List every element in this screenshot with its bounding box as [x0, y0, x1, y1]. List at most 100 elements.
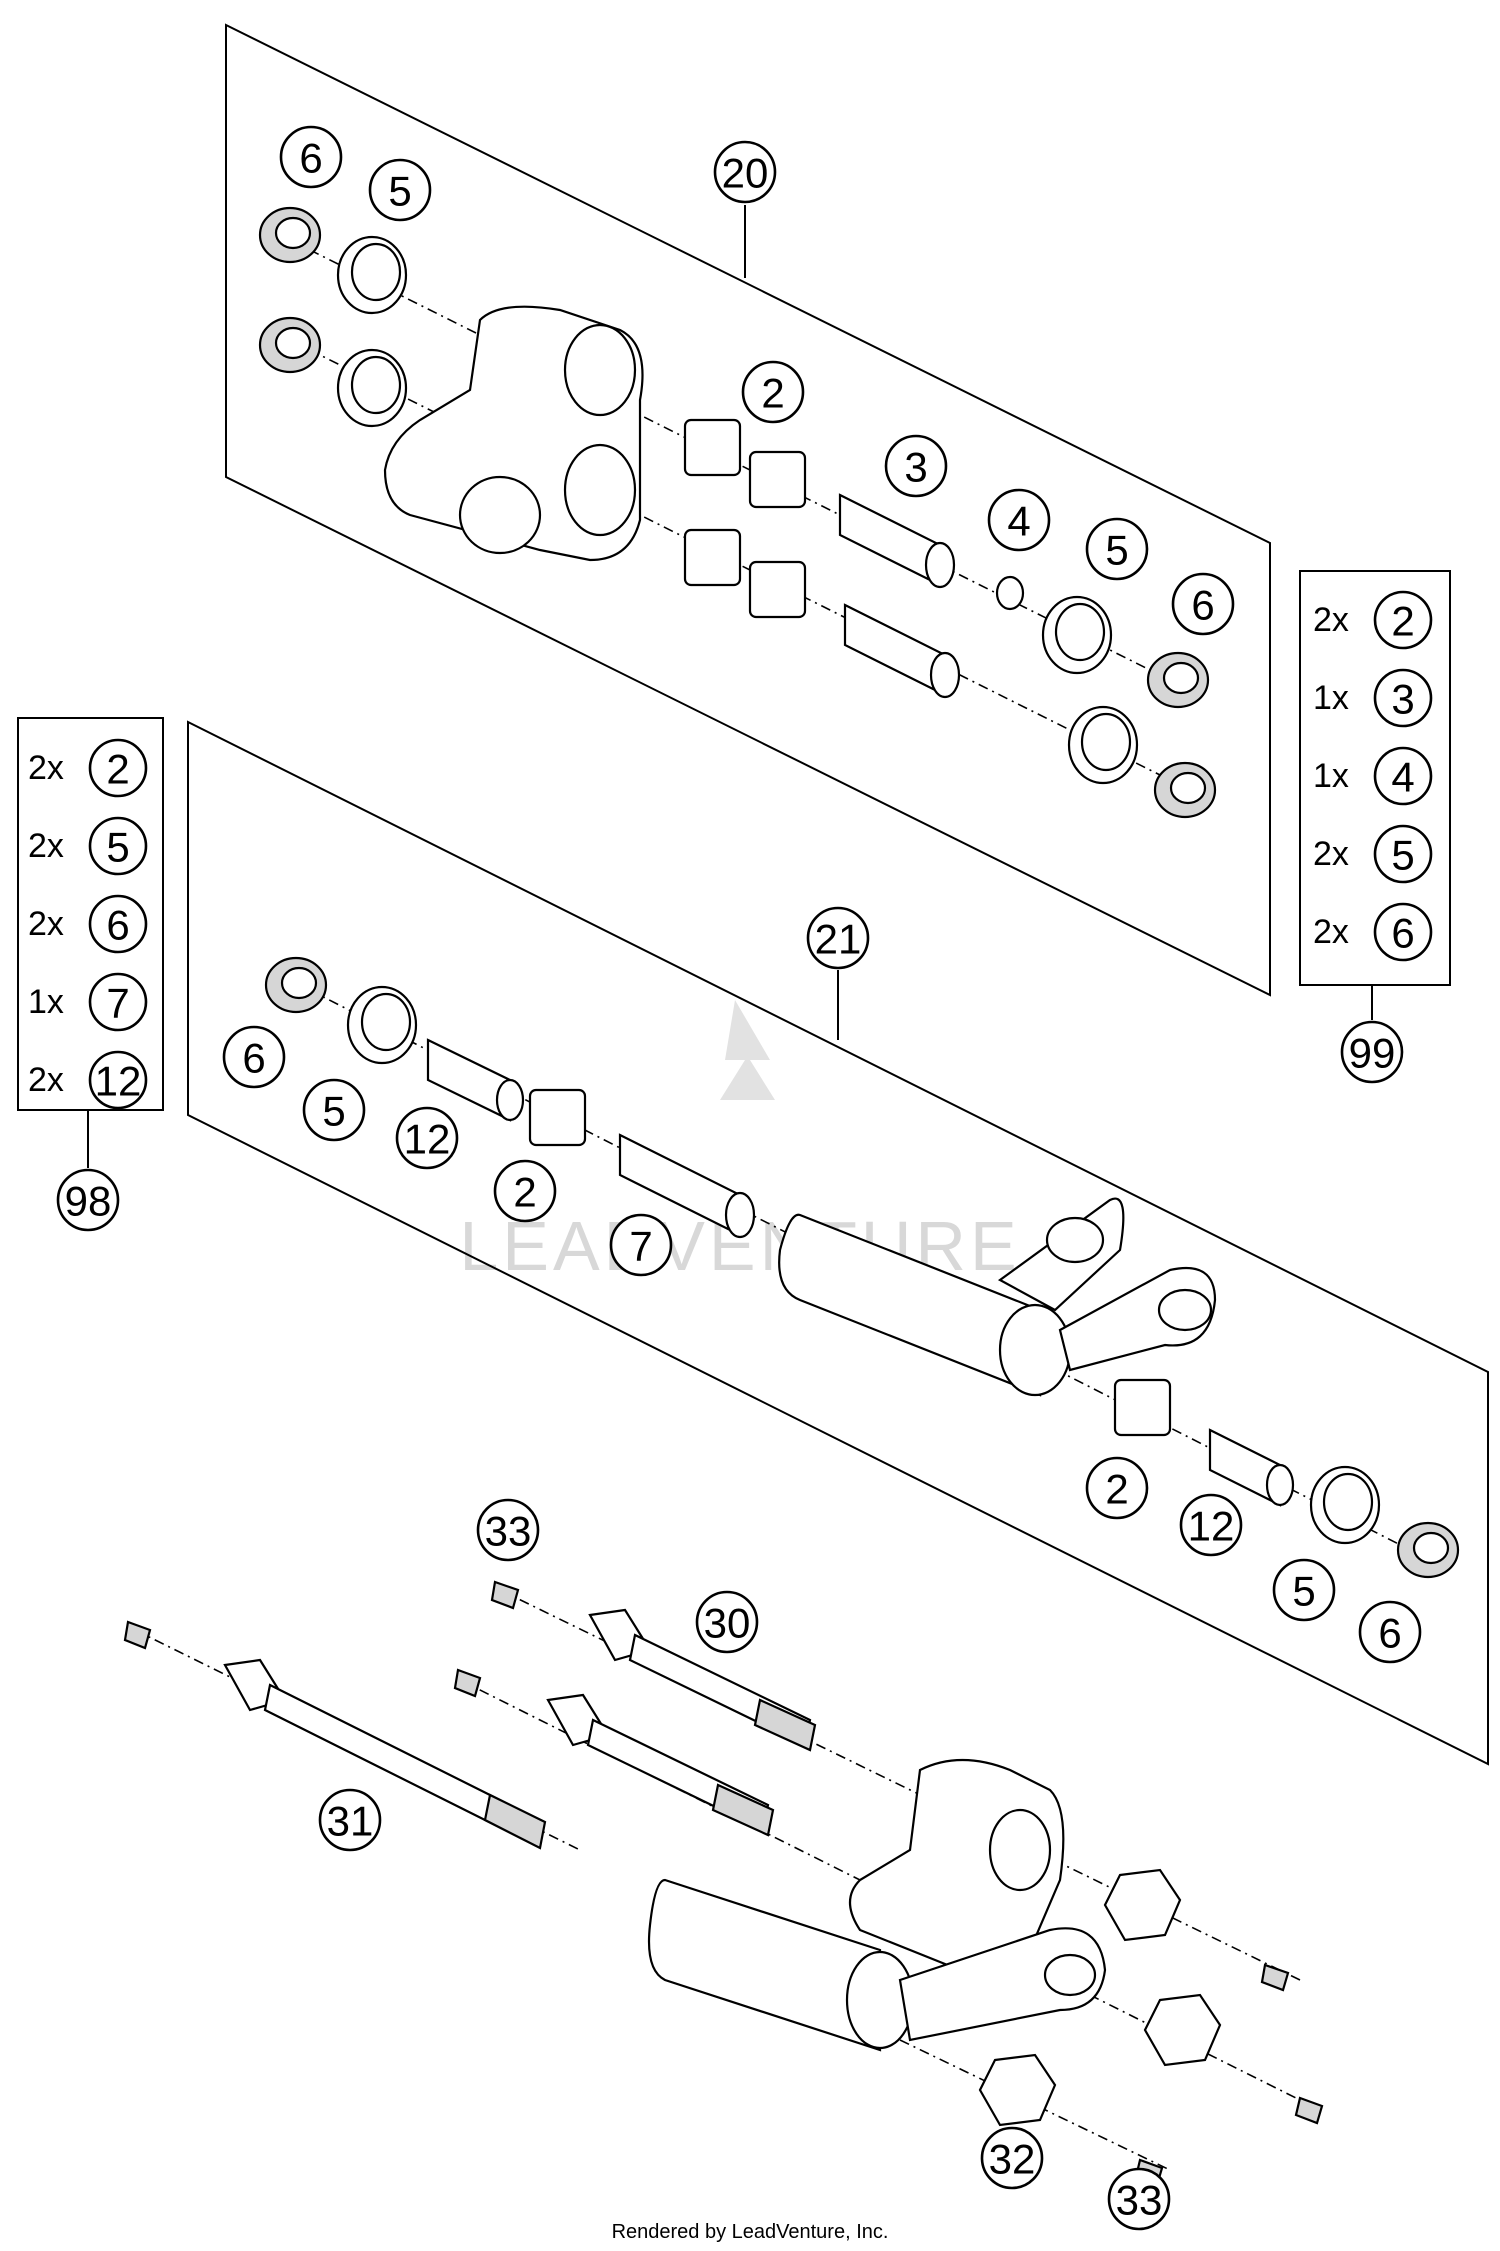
callout-6-c6b-label: 6 — [1191, 582, 1214, 629]
callout-21-c21: 21 — [806, 906, 870, 970]
callout-3-c3a: 3 — [884, 434, 948, 498]
kit-98-qty: 2x — [28, 749, 64, 787]
callout-7-c7: 7 — [609, 1213, 673, 1277]
callout-6-c6c-circle — [222, 1025, 286, 1089]
callout-31-c31-label: 31 — [327, 1798, 374, 1845]
callout-12-c12a: 12 — [395, 1106, 459, 1170]
lever-bore-lower — [563, 443, 637, 537]
callout-5-c5c-label: 5 — [322, 1088, 345, 1135]
kit-99-part-5: 5 — [1373, 824, 1433, 884]
callout-2-c2c-label: 2 — [1105, 1466, 1128, 1513]
kit-99-part-6-circle — [1373, 902, 1433, 962]
callout-33-c33b-label: 33 — [1116, 2177, 1163, 2224]
callout-20-c20-circle — [713, 140, 777, 204]
callout-5-c5d: 5 — [1272, 1558, 1336, 1622]
kit-99-qty: 2x — [1313, 835, 1349, 873]
kit-99-part-4-label: 4 — [1391, 754, 1414, 801]
callout-33-c33a-circle — [476, 1498, 540, 1562]
kit-99-part-3-label: 3 — [1391, 676, 1414, 723]
callout-2-c2a-circle — [741, 360, 805, 424]
callout-30-c30: 30 — [695, 1590, 759, 1654]
kit-99-part-4: 4 — [1373, 746, 1433, 806]
callout-5-c5a-label: 5 — [388, 168, 411, 215]
kit-98-part-7-label: 7 — [106, 980, 129, 1027]
callout-6-c6a: 6 — [279, 125, 343, 189]
kit-98-part-7-circle — [88, 972, 148, 1032]
callout-99-c99-label: 99 — [1349, 1030, 1396, 1077]
callout-6-c6c: 6 — [222, 1025, 286, 1089]
kit-98-qty: 2x — [28, 827, 64, 865]
kit-99-part-2: 2 — [1373, 590, 1433, 650]
kit-99-qty: 1x — [1313, 757, 1349, 795]
kit-99-part-6: 6 — [1373, 902, 1433, 962]
kit-98-part-6-label: 6 — [106, 902, 129, 949]
callout-4-c4a-label: 4 — [1007, 498, 1030, 545]
callout-12-c12b: 12 — [1179, 1493, 1243, 1557]
callout-12-c12a-label: 12 — [404, 1116, 451, 1163]
kit-98-part-12-label: 12 — [95, 1058, 142, 1105]
callout-5-c5b-label: 5 — [1105, 527, 1128, 574]
kit-98-part-2-circle — [88, 738, 148, 798]
callout-2-c2b-circle — [493, 1159, 557, 1223]
callout-33-c33b-circle — [1107, 2167, 1171, 2231]
kit-98-part-2-label: 2 — [106, 746, 129, 793]
kit-99-frame — [1299, 570, 1451, 986]
callout-5-c5a: 5 — [368, 158, 432, 222]
callout-98-c98-circle — [56, 1168, 120, 1232]
callout-6-c6b: 6 — [1171, 572, 1235, 636]
kit-98-qty: 2x — [28, 905, 64, 943]
callout-6-c6d: 6 — [1358, 1600, 1422, 1664]
kit-98-part-12: 12 — [88, 1050, 148, 1110]
callout-30-c30-label: 30 — [704, 1600, 751, 1647]
kit-99-part-5-circle — [1373, 824, 1433, 884]
callout-7-c7-circle — [609, 1213, 673, 1277]
callout-5-c5c: 5 — [302, 1078, 366, 1142]
callout-21-c21-circle — [806, 906, 870, 970]
assembly-21-parts — [264, 956, 1460, 1579]
kit-99-part-6-label: 6 — [1391, 910, 1414, 957]
kit-99-part-3: 3 — [1373, 668, 1433, 728]
callout-20-c20-label: 20 — [722, 150, 769, 197]
callout-32-c32-label: 32 — [989, 2136, 1036, 2183]
callout-7-c7-label: 7 — [629, 1223, 652, 1270]
assembly-20-parts — [258, 206, 1217, 819]
callout-4-c4a-circle — [987, 488, 1051, 552]
assembly-20-frame — [225, 23, 1271, 997]
callout-99-c99-circle — [1340, 1020, 1404, 1084]
callout-5-c5a-circle — [368, 158, 432, 222]
lever-bore-end — [458, 475, 542, 555]
callout-5-c5c-circle — [302, 1078, 366, 1142]
callout-31-c31: 31 — [318, 1788, 382, 1852]
callout-2-c2c-circle — [1085, 1456, 1149, 1520]
callout-2-c2c: 2 — [1085, 1456, 1149, 1520]
callout-5-c5b-circle — [1085, 517, 1149, 581]
credit-text: Rendered by LeadVenture, Inc. — [612, 2221, 889, 2243]
kit-99-qty: 2x — [1313, 913, 1349, 951]
kit-99-part-2-label: 2 — [1391, 598, 1414, 645]
callout-5-c5b: 5 — [1085, 517, 1149, 581]
kit-98-part-5-label: 5 — [106, 824, 129, 871]
callout-32-c32: 32 — [980, 2126, 1044, 2190]
kit-99-part-3-circle — [1373, 668, 1433, 728]
kit-99-qty: 1x — [1313, 679, 1349, 717]
assembled-conrod — [647, 1878, 882, 2052]
callout-12-c12b-label: 12 — [1188, 1503, 1235, 1550]
callout-5-c5d-circle — [1272, 1558, 1336, 1622]
kit-98-part-2: 2 — [88, 738, 148, 798]
callout-12-c12b-circle — [1179, 1493, 1243, 1557]
callout-4-c4a: 4 — [987, 488, 1051, 552]
callout-2-c2b-label: 2 — [513, 1169, 536, 1216]
lever-bore-upper — [563, 323, 637, 417]
kit-98-part-7: 7 — [88, 972, 148, 1032]
callout-6-c6d-label: 6 — [1378, 1610, 1401, 1657]
callout-32-c32-circle — [980, 2126, 1044, 2190]
kit-98-part-5-circle — [88, 816, 148, 876]
callout-3-c3a-label: 3 — [904, 444, 927, 491]
callout-6-c6d-circle — [1358, 1600, 1422, 1664]
callout-33-c33b: 33 — [1107, 2167, 1171, 2231]
